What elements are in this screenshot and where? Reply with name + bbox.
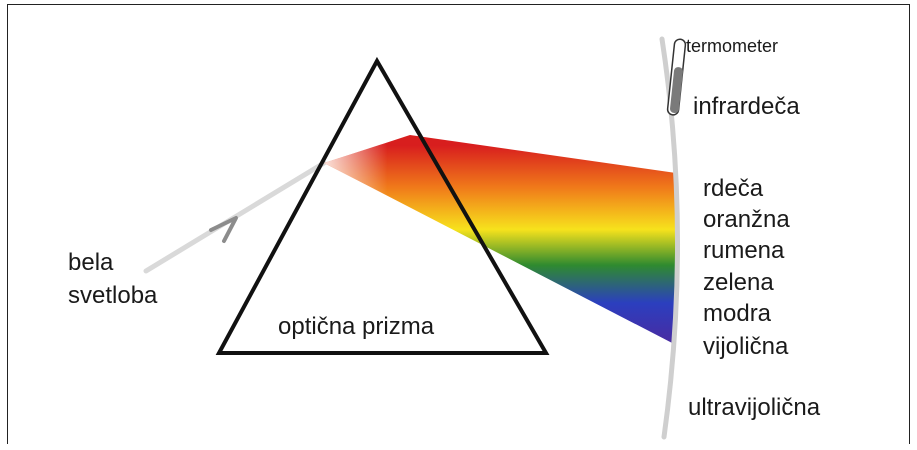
diagram-frame: bela svetloba optična prizma termometer … <box>7 4 910 444</box>
spectrum-label-orange: oranžna <box>703 208 790 232</box>
ultraviolet-label: ultravijolična <box>688 396 820 420</box>
thermometer-label: termometer <box>686 37 778 55</box>
spectrum-label-yellow: rumena <box>703 239 784 263</box>
spectrum-label-red: rdeča <box>703 177 763 201</box>
thermometer-icon <box>667 39 686 116</box>
white-light-label-line2: svetloba <box>68 284 157 308</box>
white-light-label-line1: bela <box>68 251 113 275</box>
spectrum-label-blue: modra <box>703 302 771 326</box>
spectrum-label-violet: vijolična <box>703 335 788 359</box>
infrared-label: infrardeča <box>693 95 800 119</box>
prism-label: optična prizma <box>278 315 434 339</box>
spectrum-label-green: zelena <box>703 271 774 295</box>
